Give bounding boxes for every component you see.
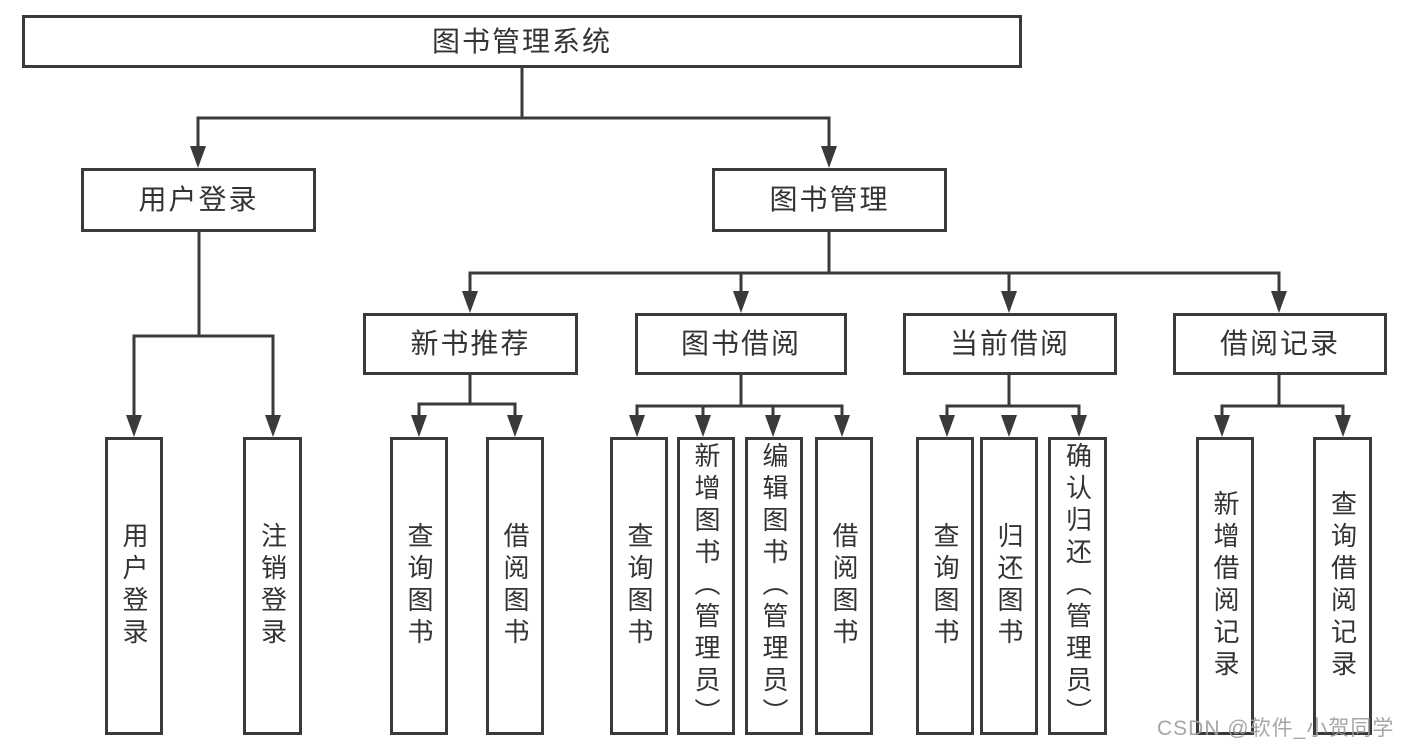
leaf-add-borrow-record: 新增借阅记录 — [1196, 437, 1254, 735]
leaf-confirm-return-admin: 确认归还（管理员） — [1048, 437, 1107, 735]
node-current-borrow: 当前借阅 — [903, 313, 1117, 375]
leaf-add-books-admin: 新增图书（管理员） — [677, 437, 735, 735]
leaf-return-books: 归还图书 — [980, 437, 1038, 735]
leaf-query-borrow-record: 查询借阅记录 — [1313, 437, 1372, 735]
node-new-book-recommend: 新书推荐 — [363, 313, 578, 375]
csdn-watermark: CSDN @软件_小贺同学 — [1157, 717, 1395, 740]
node-book-borrow: 图书借阅 — [635, 313, 847, 375]
leaf-logout-login: 注销登录 — [243, 437, 302, 735]
leaf-borrow-books-recommend: 借阅图书 — [486, 437, 544, 735]
leaf-user-login: 用户登录 — [105, 437, 163, 735]
node-root: 图书管理系统 — [22, 15, 1022, 68]
leaf-query-books-current: 查询图书 — [916, 437, 974, 735]
leaf-borrow-books: 借阅图书 — [815, 437, 873, 735]
node-user-login: 用户登录 — [81, 168, 316, 232]
leaf-query-books-recommend: 查询图书 — [390, 437, 448, 735]
leaf-query-books-borrow: 查询图书 — [610, 437, 668, 735]
node-borrow-records: 借阅记录 — [1173, 313, 1387, 375]
node-book-management: 图书管理 — [712, 168, 947, 232]
leaf-edit-books-admin: 编辑图书（管理员） — [745, 437, 803, 735]
